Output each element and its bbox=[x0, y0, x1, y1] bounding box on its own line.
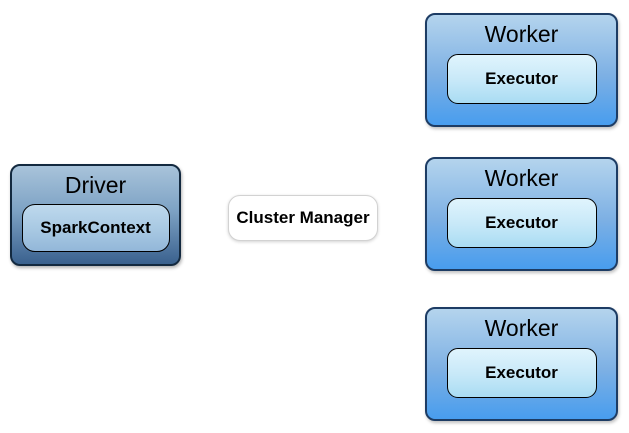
worker-3-label: Worker bbox=[484, 315, 559, 341]
worker-box-2: Worker Executor bbox=[425, 157, 618, 271]
executor-3-label: Executor bbox=[485, 363, 558, 382]
executor-2-label: Executor bbox=[485, 213, 558, 232]
executor-box-2: Executor bbox=[446, 198, 597, 248]
driver-box: Driver SparkContext bbox=[10, 164, 181, 266]
sparkcontext-box: SparkContext bbox=[21, 204, 170, 252]
driver-label: Driver bbox=[64, 172, 127, 198]
worker-box-1: Worker Executor bbox=[425, 13, 618, 127]
worker-2-label: Worker bbox=[484, 165, 559, 191]
executor-box-1: Executor bbox=[446, 54, 597, 104]
worker-1-label: Worker bbox=[484, 21, 559, 47]
worker-box-3: Worker Executor bbox=[425, 307, 618, 421]
sparkcontext-label: SparkContext bbox=[40, 218, 151, 237]
cluster-manager-label: Cluster Manager bbox=[236, 208, 370, 227]
executor-box-3: Executor bbox=[446, 348, 597, 398]
cluster-manager-box: Cluster Manager bbox=[228, 195, 378, 241]
executor-1-label: Executor bbox=[485, 69, 558, 88]
